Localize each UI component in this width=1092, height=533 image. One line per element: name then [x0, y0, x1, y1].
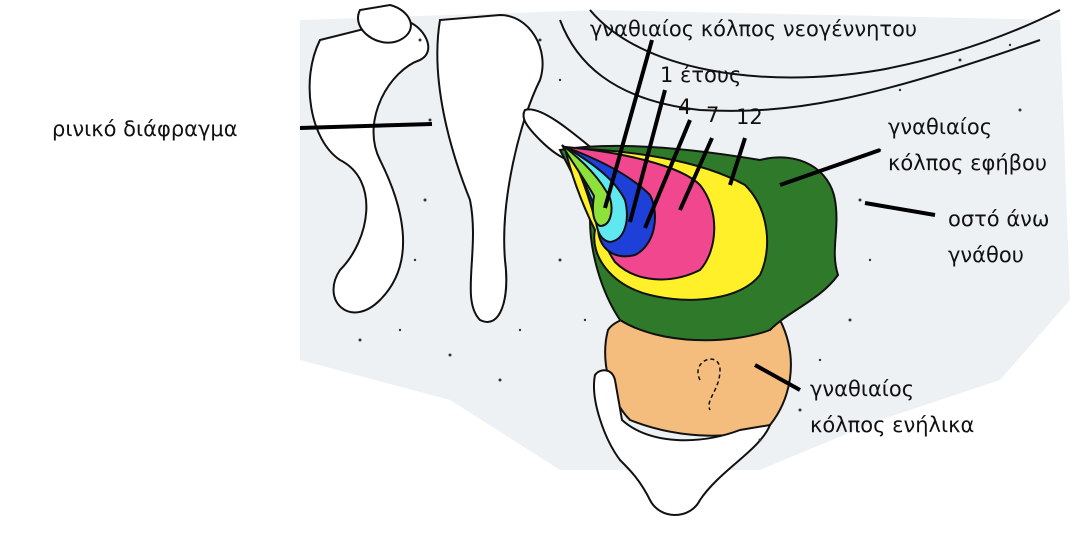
label-maxilla-line2: γνάθου — [948, 240, 1024, 270]
label-adolescent-line1: γναθιαίος — [888, 112, 992, 142]
label-age-7: 7 — [706, 100, 719, 130]
label-age-4: 4 — [678, 92, 691, 122]
label-nasal-septum: ρινικό διάφραγμα — [52, 114, 238, 144]
label-age-1: 1 έτους — [660, 60, 741, 90]
label-adolescent-line2: κόλπος εφήβου — [888, 148, 1047, 178]
label-adult-line1: γναθιαίος — [810, 374, 914, 404]
label-adult-line2: κόλπος ενήλικα — [810, 410, 974, 440]
label-age-12: 12 — [736, 102, 763, 132]
label-maxilla-line1: οστό άνω — [948, 204, 1049, 234]
label-newborn-sinus: γναθιαίος κόλπος νεογέννητου — [590, 14, 917, 44]
